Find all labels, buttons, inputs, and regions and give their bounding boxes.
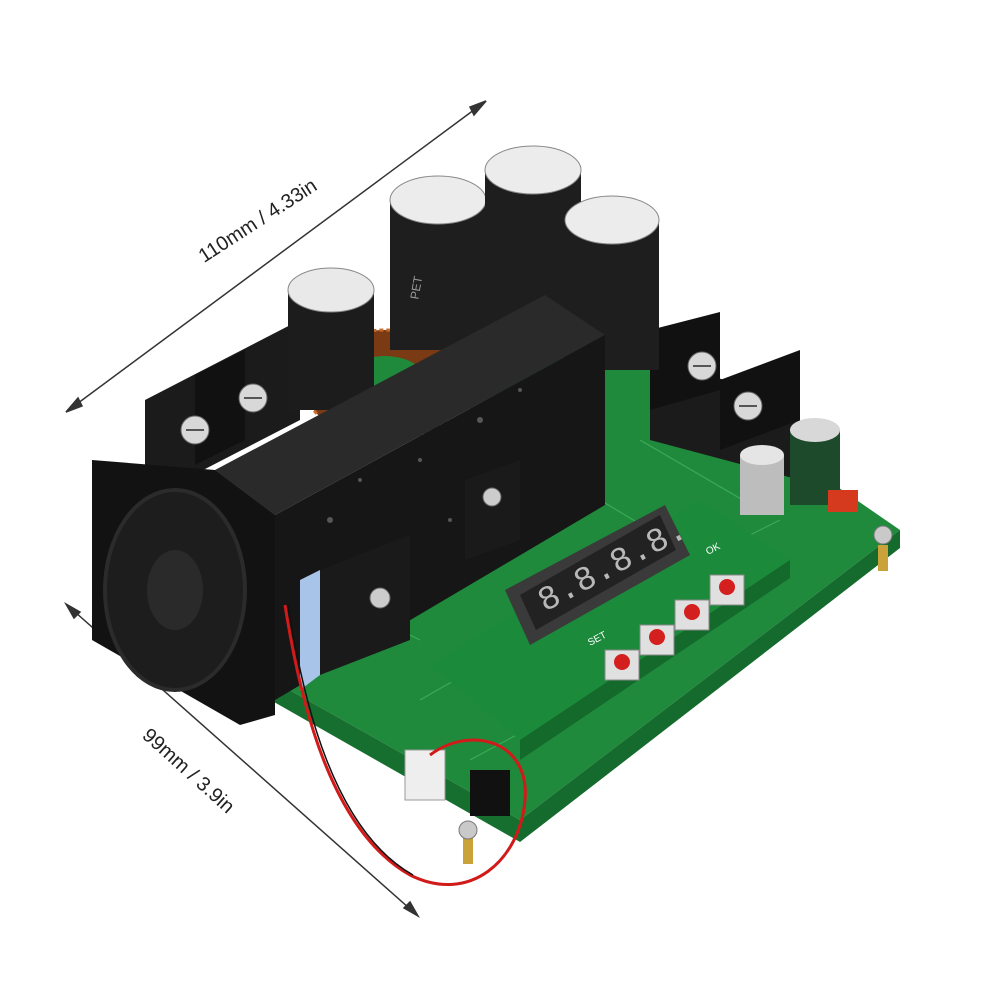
capacitor-icon	[740, 445, 784, 515]
push-button-icon	[709, 574, 745, 606]
transistor	[465, 460, 520, 560]
push-button-icon	[604, 649, 640, 681]
capacitor-icon: PET	[389, 175, 487, 350]
fan-label: FAN	[425, 808, 447, 828]
push-button-icon	[639, 624, 675, 656]
capacitor-marking: PET	[407, 274, 425, 300]
fan-icon	[92, 460, 275, 725]
capacitor-icon	[564, 195, 660, 370]
terminal-block-input	[145, 320, 300, 500]
push-button-icon	[674, 599, 710, 631]
control-panel	[430, 500, 790, 760]
fan-wire	[283, 604, 527, 887]
transistor	[300, 535, 410, 690]
dimension-arrow-width	[65, 100, 487, 413]
small-capacitor	[828, 490, 858, 512]
mounting-post	[458, 525, 893, 864]
capacitor-icon	[287, 267, 375, 410]
fan-connector	[404, 749, 510, 816]
